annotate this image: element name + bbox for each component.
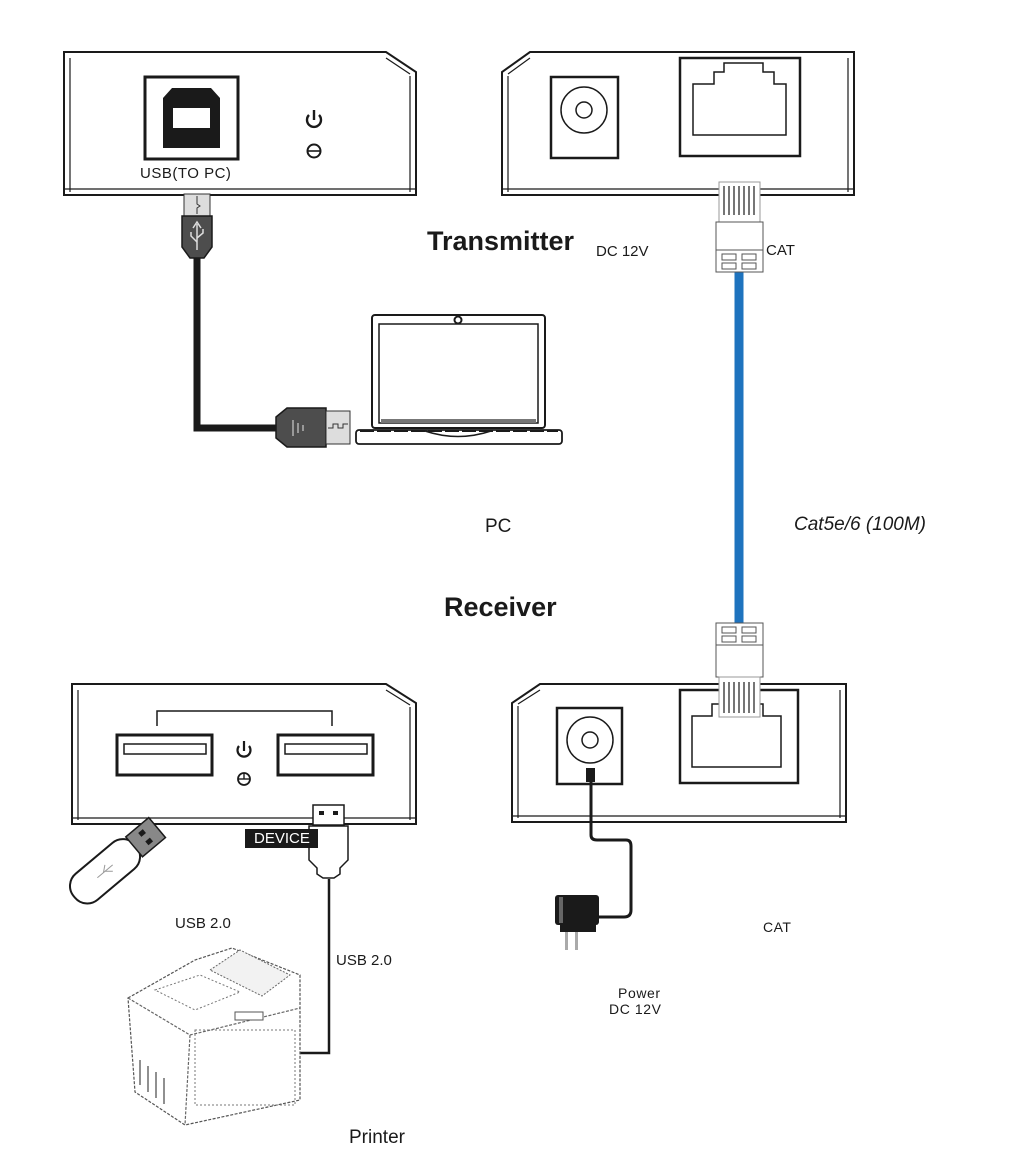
power-dc-label: DC 12V [609, 1001, 662, 1017]
receiver-front-panel [71, 683, 417, 825]
usb-a-port-right [276, 733, 375, 777]
usb-cable-to-printer [298, 804, 349, 1055]
rj45-plug-receiver [715, 622, 764, 718]
rj45-port [678, 56, 802, 158]
dc-power-jack [549, 75, 620, 160]
transmitter-front-panel [63, 51, 417, 196]
rj45-plug-transmitter [715, 181, 764, 273]
usb-status-led-icon [306, 143, 322, 159]
transmitter-rear-panel [501, 51, 855, 196]
usb-b-port [143, 75, 240, 161]
usb-symbol-icon [190, 220, 204, 250]
printer-label: Printer [349, 1127, 405, 1148]
usb-to-pc-label: USB(TO PC) [140, 165, 232, 182]
receiver-cat-label: CAT [763, 919, 792, 935]
usb-a-port-left [115, 733, 214, 777]
transmitter-title: Transmitter [427, 226, 575, 256]
cat-cable [715, 181, 764, 625]
power-icon [236, 741, 252, 758]
cable-type-label: Cat5e/6 (100M) [794, 514, 927, 535]
printer-usb-label: USB 2.0 [175, 915, 231, 932]
device-port-tag: DEVICE [245, 829, 318, 848]
power-adapter-icon [555, 768, 633, 950]
printer-icon [127, 947, 301, 1126]
usb-flash-drive-icon [68, 816, 167, 905]
receiver-rear-panel [511, 683, 847, 823]
receiver-title: Receiver [444, 592, 557, 622]
usb-cable-label: USB 2.0 [336, 952, 392, 969]
rj45-port [678, 688, 800, 785]
usb-cable-to-pc [181, 193, 351, 448]
power-label: Power [618, 985, 661, 1001]
laptop-icon [355, 314, 563, 445]
power-icon [305, 110, 323, 129]
transmitter-cat-label: CAT [766, 242, 795, 259]
pc-label: PC [485, 516, 512, 537]
usb-status-led-icon [237, 772, 251, 786]
transmitter-dc-label: DC 12V [596, 243, 649, 260]
dc-power-jack [555, 706, 624, 786]
